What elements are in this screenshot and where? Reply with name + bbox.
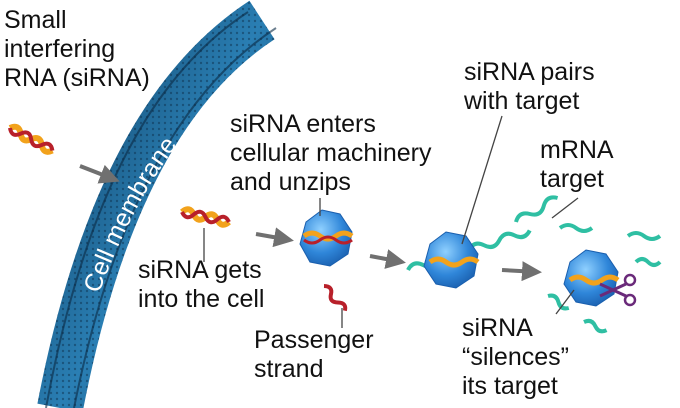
label-line: interfering bbox=[4, 35, 116, 63]
label-sirna-silences: siRNA “silences” its target bbox=[462, 314, 569, 401]
mrna-fragment bbox=[547, 293, 570, 311]
sirna-duplex-inside bbox=[180, 206, 231, 228]
label-line: Small bbox=[4, 6, 67, 34]
label-small-interfering-rna: Small interfering RNA (siRNA) bbox=[4, 6, 150, 93]
arrow-right-icon bbox=[369, 249, 406, 269]
arrow-right-icon bbox=[79, 164, 120, 184]
arrow-right-icon bbox=[501, 261, 542, 282]
label-line: siRNA pairs bbox=[464, 58, 595, 86]
label-line: with target bbox=[464, 87, 580, 115]
label-sirna-enters: siRNA enters cellular machinery and unzi… bbox=[230, 110, 431, 197]
label-sirna-pairs: siRNA pairs with target bbox=[464, 58, 595, 116]
risc-complex-unzipping bbox=[299, 209, 354, 267]
label-line: RNA (siRNA) bbox=[4, 64, 150, 92]
arrow-right-icon bbox=[255, 227, 294, 248]
label-passenger-strand: Passenger strand bbox=[254, 326, 374, 384]
passenger-strand bbox=[323, 284, 348, 312]
sirna-duplex-outside bbox=[8, 123, 55, 155]
mrna-fragment bbox=[634, 257, 662, 267]
risc-complex-silencing bbox=[547, 223, 662, 334]
label-line: cellular machinery bbox=[230, 139, 432, 167]
label-line: and unzips bbox=[230, 168, 351, 196]
mrna-fragment bbox=[583, 318, 608, 334]
label-line: its target bbox=[462, 372, 558, 400]
cell-membrane: Cell membrane bbox=[37, 0, 277, 408]
risc-complex-pairing bbox=[406, 229, 532, 289]
label-line: siRNA bbox=[462, 314, 533, 342]
leader-lines bbox=[203, 115, 579, 328]
label-line: target bbox=[540, 165, 604, 193]
label-mrna-target: mRNA target bbox=[540, 136, 614, 194]
label-sirna-gets-into-cell: siRNA gets into the cell bbox=[138, 256, 264, 314]
label-line: strand bbox=[254, 355, 324, 383]
label-line: mRNA bbox=[540, 136, 614, 164]
mrna-target-strand bbox=[514, 195, 559, 223]
label-line: siRNA gets bbox=[138, 256, 262, 284]
label-line: “silences” bbox=[462, 343, 569, 371]
mrna-fragment bbox=[558, 223, 594, 233]
label-line: Passenger bbox=[254, 326, 374, 354]
scissors-icon bbox=[599, 273, 637, 307]
mrna-fragment bbox=[626, 231, 662, 241]
label-line: siRNA enters bbox=[230, 110, 376, 138]
label-line: into the cell bbox=[138, 285, 265, 313]
